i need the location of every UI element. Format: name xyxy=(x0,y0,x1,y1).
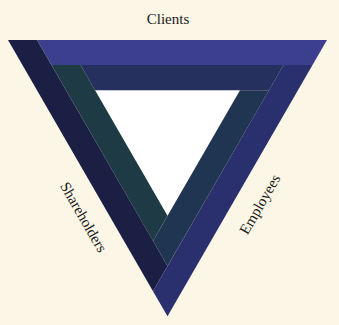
right-inner-face xyxy=(153,90,269,266)
left-outer-face xyxy=(8,40,168,291)
top-inner-face xyxy=(81,65,284,90)
right-outer-face xyxy=(153,65,313,316)
side-label: Clients xyxy=(147,12,190,27)
side-label: Shareholders xyxy=(57,179,109,254)
side-label: Employees xyxy=(237,171,283,236)
top-outer-face xyxy=(37,40,327,65)
